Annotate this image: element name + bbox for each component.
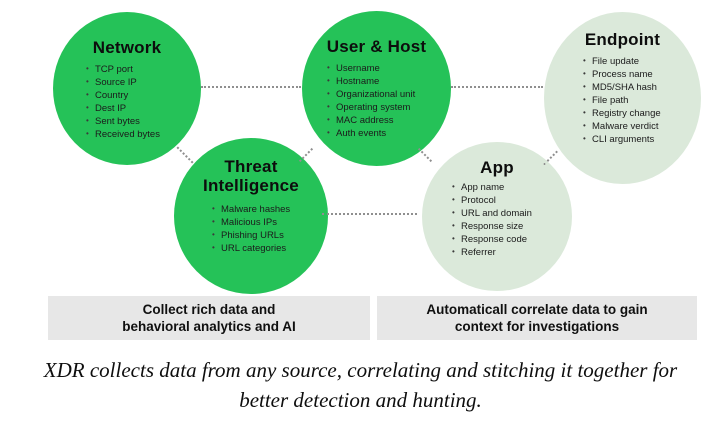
list-item: MD5/SHA hash	[583, 80, 661, 94]
threat-intelligence-list: Malware hashes Malicious IPs Phishing UR…	[212, 202, 290, 255]
user-host-title: User & Host	[326, 37, 427, 56]
connector-userhost-app	[417, 147, 433, 163]
list-item: Received bytes	[86, 127, 160, 141]
collect-data-box: Collect rich data and behavioral analyti…	[48, 296, 370, 340]
list-item: Operating system	[327, 100, 415, 114]
list-item: Hostname	[327, 74, 415, 88]
list-item: Process name	[583, 67, 661, 81]
connector-threatintel-app	[322, 213, 417, 215]
correlate-data-line2: context for investigations	[454, 319, 620, 334]
list-item: Malware verdict	[583, 119, 661, 133]
correlate-data-box: Automaticall correlate data to gain cont…	[377, 296, 697, 340]
list-item: Phishing URLs	[212, 228, 290, 242]
user-host-circle: User & Host Username Hostname Organizati…	[302, 11, 451, 166]
endpoint-list: File update Process name MD5/SHA hash Fi…	[583, 54, 661, 146]
caption-line2: better detection and hunting.	[239, 388, 482, 412]
endpoint-title: Endpoint	[584, 30, 661, 49]
list-item: Username	[327, 61, 415, 75]
list-item: Response size	[452, 219, 532, 233]
list-item: MAC address	[327, 113, 415, 127]
list-item: Referrer	[452, 245, 532, 259]
list-item: Auth events	[327, 126, 415, 140]
list-item: Malware hashes	[212, 202, 290, 216]
connector-userhost-endpoint	[451, 86, 543, 88]
connector-network-userhost	[201, 86, 301, 88]
list-item: CLI arguments	[583, 132, 661, 146]
network-circle: Network TCP port Source IP Country Dest …	[53, 12, 201, 165]
connector-network-threatintel	[176, 146, 194, 164]
threat-intelligence-title: Threat Intelligence	[203, 157, 299, 195]
caption: XDR collects data from any source, corre…	[0, 355, 721, 415]
list-item: Registry change	[583, 106, 661, 120]
list-item: File path	[583, 93, 661, 107]
list-item: Country	[86, 88, 160, 102]
list-item: Sent bytes	[86, 114, 160, 128]
list-item: Response code	[452, 232, 532, 246]
list-item: Source IP	[86, 75, 160, 89]
app-title: App	[480, 158, 514, 177]
network-title: Network	[92, 38, 162, 57]
correlate-data-line1: Automaticall correlate data to gain	[426, 301, 648, 317]
threat-intelligence-circle: Threat Intelligence Malware hashes Malic…	[174, 138, 328, 294]
connector-endpoint-app	[543, 150, 558, 166]
list-item: TCP port	[86, 62, 160, 76]
list-item: Protocol	[452, 193, 532, 207]
user-host-list: Username Hostname Organizational unit Op…	[327, 61, 415, 140]
app-list: App name Protocol URL and domain Respons…	[452, 180, 532, 259]
collect-data-line2: behavioral analytics and AI	[122, 319, 296, 334]
list-item: Dest IP	[86, 101, 160, 115]
caption-line1: XDR collects data from any source, corre…	[43, 358, 678, 382]
list-item: URL and domain	[452, 206, 532, 220]
list-item: Organizational unit	[327, 87, 415, 101]
network-list: TCP port Source IP Country Dest IP Sent …	[86, 62, 160, 141]
list-item: URL categories	[212, 241, 290, 255]
app-circle: App App name Protocol URL and domain Res…	[422, 142, 572, 291]
list-item: Malicious IPs	[212, 215, 290, 229]
endpoint-circle: Endpoint File update Process name MD5/SH…	[544, 12, 701, 184]
list-item: App name	[452, 180, 532, 194]
collect-data-line1: Collect rich data and	[142, 301, 276, 317]
list-item: File update	[583, 54, 661, 68]
